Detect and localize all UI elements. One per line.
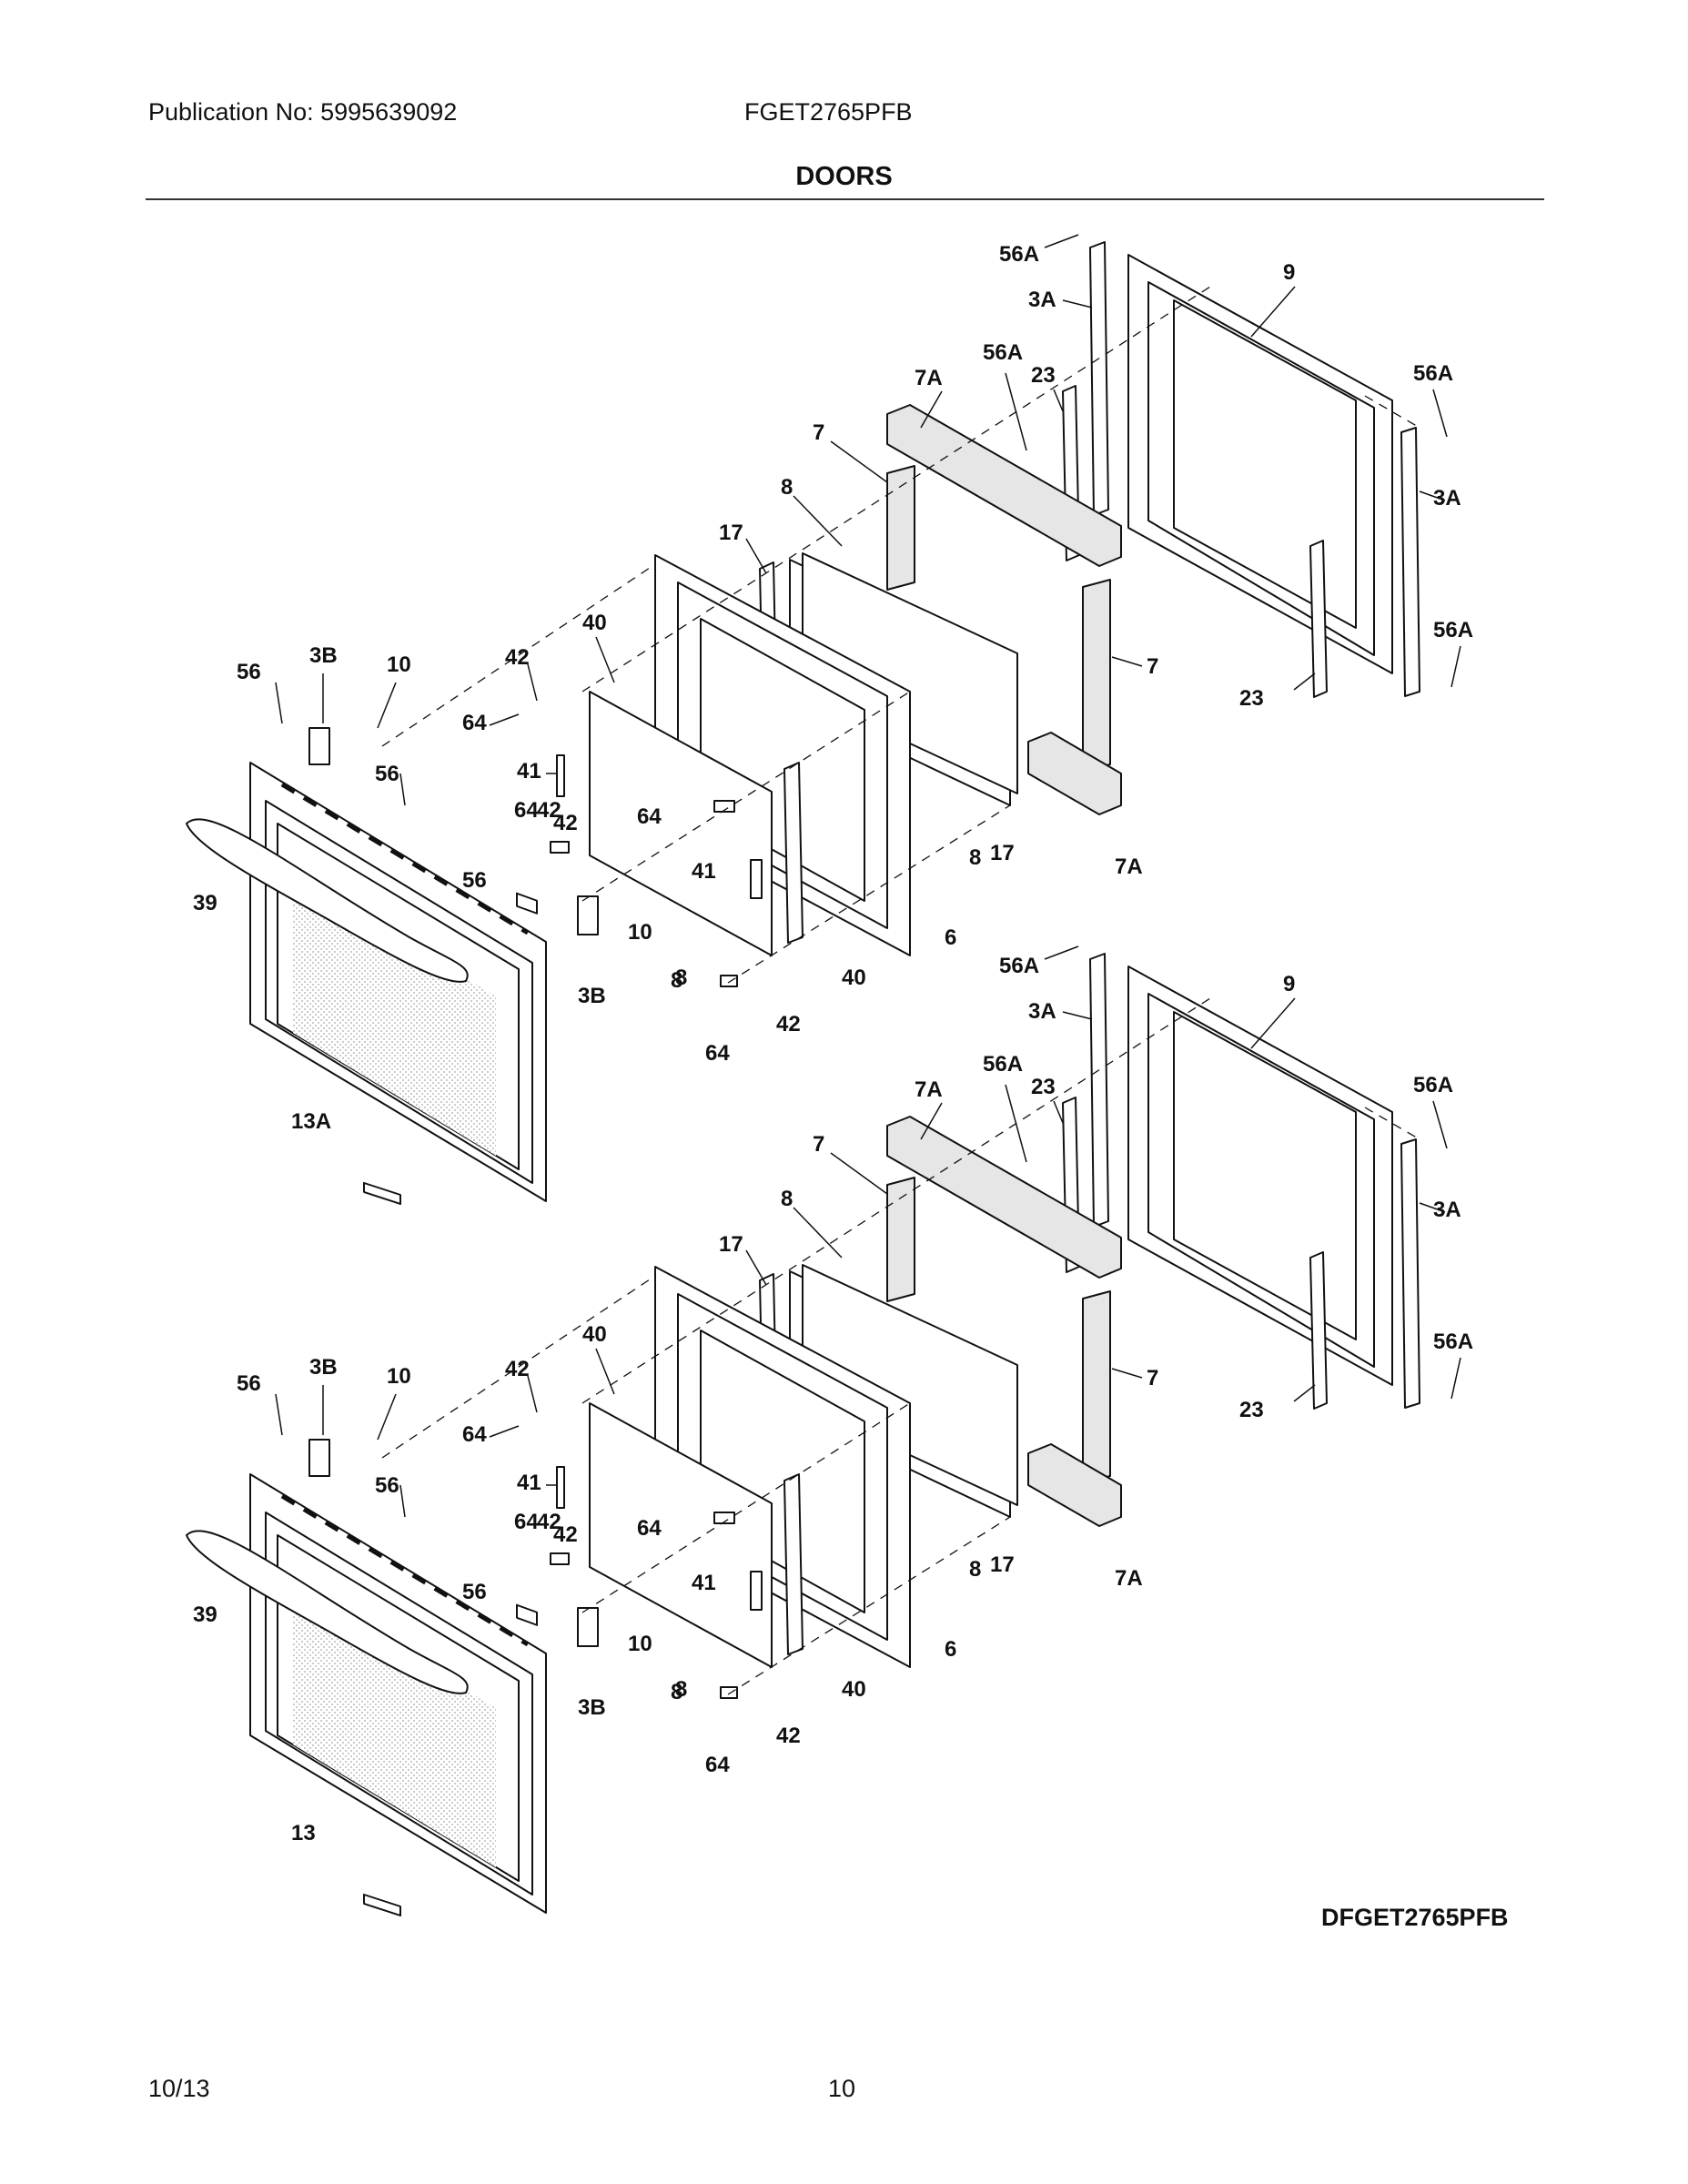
upper-callout-27: 41	[692, 859, 716, 884]
lower-callout-8: 3A	[1433, 1198, 1461, 1222]
upper-callout-39: 64	[705, 1041, 730, 1066]
upper-callout-1: 3A	[1028, 288, 1056, 312]
lower-callout-9: 8	[781, 1187, 793, 1211]
upper-callout-19: 64	[462, 711, 487, 735]
lower-callout-10: 17	[719, 1232, 743, 1257]
upper-callout-36: 8	[675, 966, 687, 990]
lower-callout-19: 64	[462, 1422, 487, 1447]
lower-callout-11: 7	[1147, 1366, 1158, 1390]
diagram-code: DFGET2765PFB	[1321, 1904, 1509, 1931]
upper-callout-22: 42	[537, 798, 561, 823]
lower-callout-40: 13	[291, 1821, 316, 1845]
upper-callout-5: 23	[1031, 363, 1056, 388]
lower-callout-33: 39	[193, 1603, 217, 1627]
model-number: FGET2765PFB	[744, 98, 913, 126]
footer-date: 10/13	[148, 2075, 210, 2102]
lower-callout-13: 23	[1239, 1398, 1264, 1422]
lower-callout-29: 8	[671, 1680, 682, 1704]
lower-callout-27: 41	[692, 1571, 716, 1595]
upper-callout-34: 6	[945, 925, 956, 950]
lower-callout-31: 8	[969, 1557, 981, 1582]
lower-callout-14: 56	[237, 1371, 261, 1396]
upper-callout-9: 8	[781, 475, 793, 500]
lower-callout-35: 3B	[578, 1695, 606, 1720]
upper-callout-35: 3B	[578, 984, 606, 1008]
lower-callout-15: 3B	[309, 1355, 338, 1380]
lower-callout-34: 6	[945, 1637, 956, 1662]
lower-callout-18: 40	[582, 1322, 607, 1347]
title-divider	[146, 198, 1544, 200]
upper-callout-33: 39	[193, 891, 217, 915]
lower-callout-32: 7A	[1115, 1566, 1143, 1591]
upper-callout-16: 10	[387, 652, 411, 677]
lower-callout-7: 7	[813, 1132, 824, 1157]
lower-callout-28: 10	[628, 1632, 652, 1656]
lower-callout-23: 64	[637, 1516, 662, 1541]
upper-callout-11: 7	[1147, 654, 1158, 679]
lower-callout-16: 10	[387, 1364, 411, 1389]
page-number: 10	[828, 2075, 856, 2102]
upper-callout-29: 8	[671, 968, 682, 993]
lower-callout-36: 8	[675, 1677, 687, 1702]
page-title: DOORS	[795, 162, 893, 191]
lower-callout-17: 42	[505, 1357, 530, 1381]
upper-callout-38: 42	[776, 1012, 801, 1036]
lower-callout-25: 42	[553, 1522, 578, 1547]
lower-callout-12: 56A	[1433, 1330, 1473, 1354]
upper-callout-25: 42	[553, 811, 578, 835]
upper-callout-0: 56A	[999, 242, 1039, 267]
lower-callout-4: 56A	[983, 1052, 1023, 1077]
upper-callout-14: 56	[237, 660, 261, 684]
upper-callout-4: 56A	[983, 340, 1023, 365]
upper-callout-26: 56	[462, 868, 487, 893]
upper-callout-30: 17	[990, 841, 1015, 865]
upper-callout-6: 56A	[1413, 361, 1453, 386]
lower-callout-39: 64	[705, 1753, 730, 1777]
upper-callout-15: 3B	[309, 643, 338, 668]
lower-callout-0: 56A	[999, 954, 1039, 978]
lower-callout-38: 42	[776, 1724, 801, 1748]
upper-callout-31: 8	[969, 845, 981, 870]
upper-callout-37: 40	[842, 966, 866, 990]
upper-callout-12: 56A	[1433, 618, 1473, 642]
upper-callout-24: 64	[514, 798, 539, 823]
upper-callout-3: 7A	[915, 366, 943, 390]
lower-callout-37: 40	[842, 1677, 866, 1702]
publication-number: Publication No: 5995639092	[148, 98, 458, 126]
lower-callout-30: 17	[990, 1552, 1015, 1577]
lower-callout-2: 9	[1283, 972, 1295, 996]
upper-callout-21: 41	[517, 759, 541, 784]
upper-callout-2: 9	[1283, 260, 1295, 285]
upper-callout-8: 3A	[1433, 486, 1461, 511]
upper-callout-13: 23	[1239, 686, 1264, 711]
lower-callout-21: 41	[517, 1471, 541, 1495]
lower-callout-24: 64	[514, 1510, 539, 1534]
lower-callout-5: 23	[1031, 1075, 1056, 1099]
upper-callout-18: 40	[582, 611, 607, 635]
upper-callout-10: 17	[719, 521, 743, 545]
lower-callout-6: 56A	[1413, 1073, 1453, 1097]
upper-callout-17: 42	[505, 645, 530, 670]
upper-callout-32: 7A	[1115, 854, 1143, 879]
lower-callout-20: 56	[375, 1473, 399, 1498]
upper-callout-28: 10	[628, 920, 652, 945]
upper-callout-40: 13A	[291, 1109, 331, 1134]
upper-callout-7: 7	[813, 420, 824, 445]
lower-callout-26: 56	[462, 1580, 487, 1604]
lower-callout-3: 7A	[915, 1077, 943, 1102]
lower-callout-22: 42	[537, 1510, 561, 1534]
lower-callout-1: 3A	[1028, 999, 1056, 1024]
upper-callout-20: 56	[375, 762, 399, 786]
upper-callout-23: 64	[637, 804, 662, 829]
